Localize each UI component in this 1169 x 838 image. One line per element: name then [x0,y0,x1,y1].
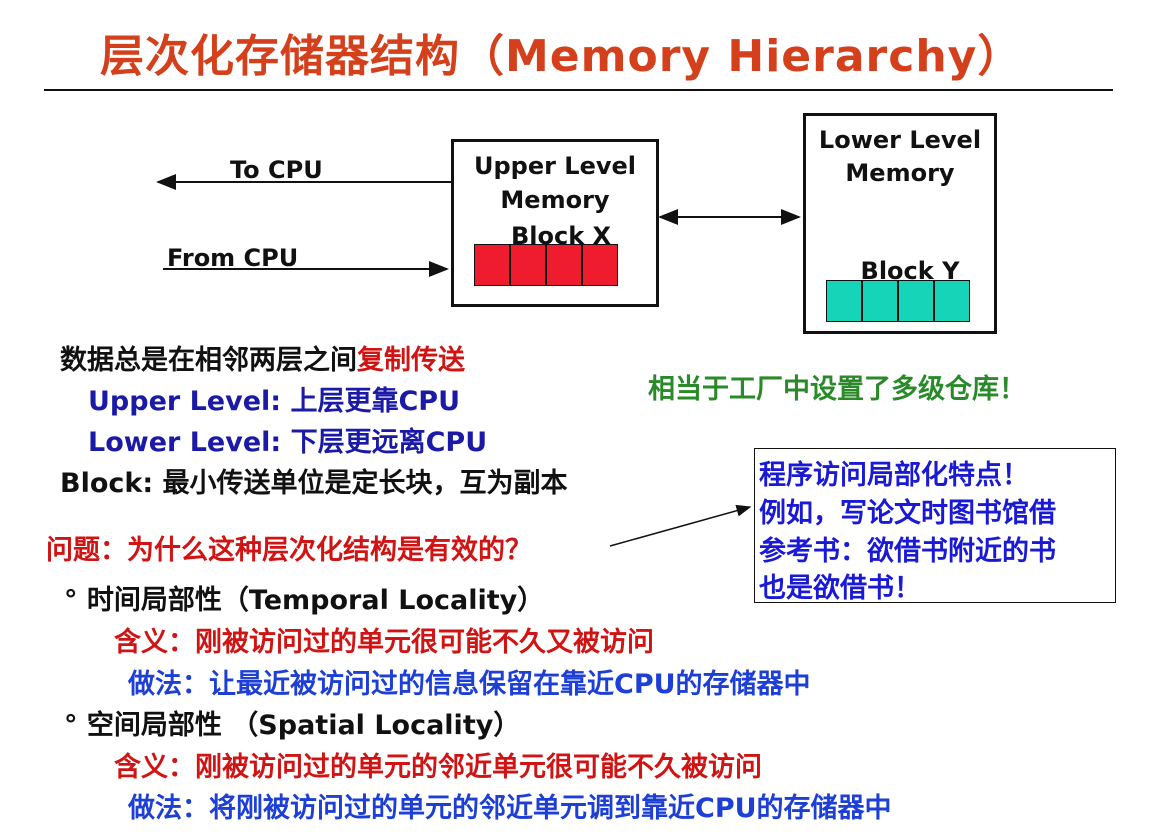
callout-line: 参考书：欲借书附近的书 [759,536,1056,567]
copy-transfer-prefix: 数据总是在相邻两层之间 [60,345,357,376]
block-x-cell [582,244,618,286]
block-x-cell [474,244,510,286]
spatial-locality-heading: ° 空间局部性 （Spatial Locality） [64,710,521,741]
to-cpu-label: To CPU [230,156,323,184]
upper-level-definition: Upper Level: 上层更靠CPU [88,386,461,417]
lower-box-line2: Memory [845,159,955,187]
question-line: 问题：为什么这种层次化结构是有效的？ [46,535,532,566]
factory-analogy-note: 相当于工厂中设置了多级仓库！ [648,374,1026,405]
block-y-cell [826,280,862,322]
block-y [826,280,970,322]
copy-transfer-highlight: 复制传送 [357,345,465,376]
from-cpu-label: From CPU [167,244,299,272]
copy-transfer-line: 数据总是在相邻两层之间复制传送 [60,338,465,377]
question-arrow [609,504,752,547]
callout-line: 程序访问局部化特点！ [759,460,1029,491]
block-x-cell [510,244,546,286]
temporal-locality-method: 做法：让最近被访问过的信息保留在靠近CPU的存储器中 [128,669,811,700]
block-definition: Block: 最小传送单位是定长块，互为副本 [60,468,568,499]
spatial-locality-meaning: 含义：刚被访问过的单元的邻近单元很可能不久被访问 [114,752,762,783]
lower-level-definition: Lower Level: 下层更远离CPU [88,427,488,458]
locality-callout-box: 程序访问局部化特点！ 例如，写论文时图书馆借 参考书：欲借书附近的书 也是欲借书… [754,448,1116,604]
callout-line: 例如，写论文时图书馆借 [759,498,1056,529]
spatial-locality-method: 做法：将刚被访问过的单元的邻近单元调到靠近CPU的存储器中 [128,793,892,824]
temporal-locality-heading: ° 时间局部性（Temporal Locality） [64,585,545,616]
block-x [474,244,618,286]
title-divider [44,89,1113,91]
temporal-locality-meaning: 含义：刚被访问过的单元很可能不久又被访问 [114,627,654,658]
upper-box-line2: Memory [500,186,610,214]
lower-box-line1: Lower Level [818,126,982,154]
upper-box-line1: Upper Level [473,152,637,180]
block-y-cell [898,280,934,322]
block-y-cell [934,280,970,322]
block-y-cell [862,280,898,322]
upper-level-memory-box: Upper Level Memory Block X [451,139,659,307]
block-x-cell [546,244,582,286]
page-title: 层次化存储器结构（Memory Hierarchy） [100,31,1023,82]
callout-line: 也是欲借书！ [759,573,921,604]
